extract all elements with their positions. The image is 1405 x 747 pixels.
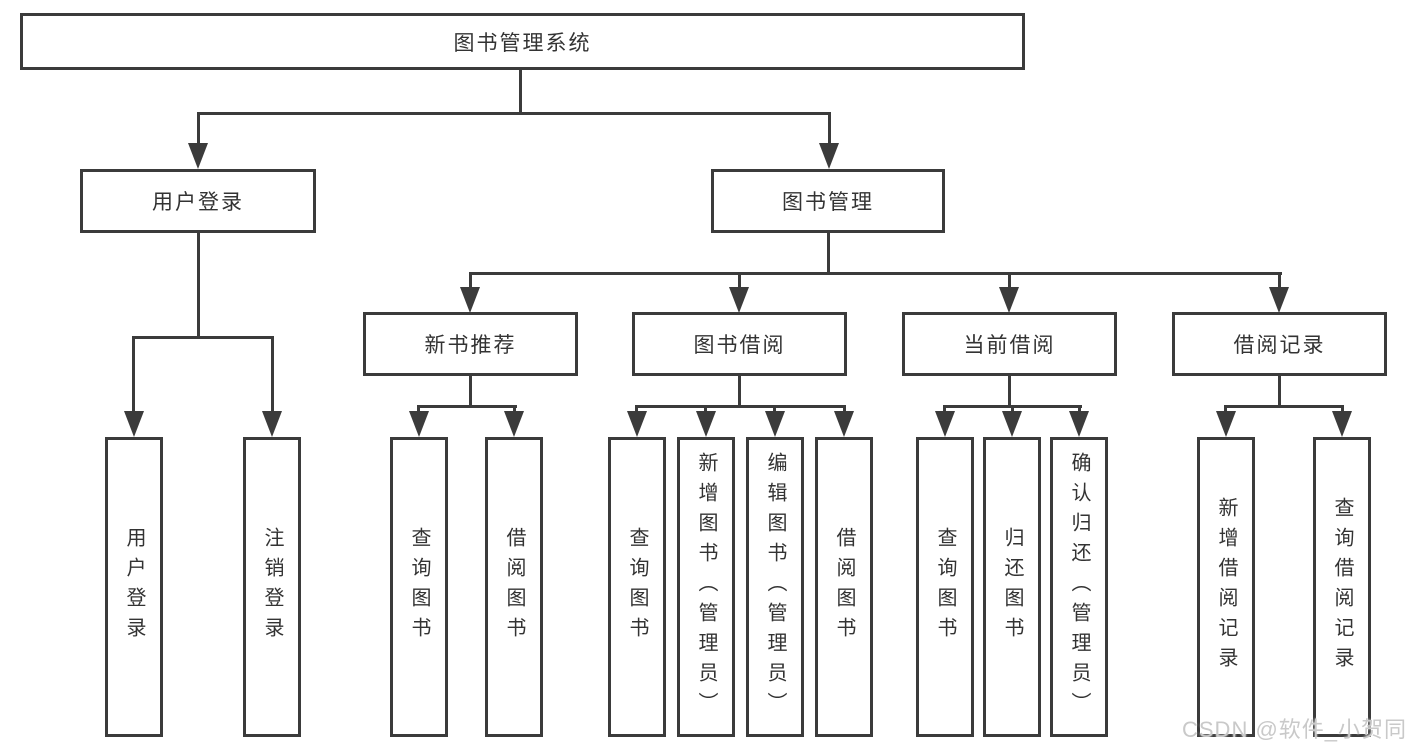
node-edit-books-admin-label: 编辑图书（管理员） bbox=[764, 452, 786, 722]
node-borrow-books: 借阅图书 bbox=[815, 437, 873, 737]
arrowhead-down-icon bbox=[504, 411, 524, 437]
node-borrow-books-label: 借阅图书 bbox=[833, 527, 855, 647]
node-user-login: 用户登录 bbox=[80, 169, 316, 233]
connector-line bbox=[132, 336, 274, 339]
node-add-borrow-record: 新增借阅记录 bbox=[1197, 437, 1255, 737]
arrowhead-down-icon bbox=[999, 287, 1019, 313]
node-borrow-books-recommend: 借阅图书 bbox=[485, 437, 543, 737]
node-query-books-recommend: 查询图书 bbox=[390, 437, 448, 737]
node-root: 图书管理系统 bbox=[20, 13, 1025, 70]
node-borrowing-records: 借阅记录 bbox=[1172, 312, 1387, 376]
node-user-login-leaf-label: 用户登录 bbox=[123, 527, 145, 647]
connector-line bbox=[469, 376, 472, 408]
connector-line bbox=[132, 336, 135, 414]
arrowhead-down-icon bbox=[1002, 411, 1022, 437]
connector-line bbox=[704, 405, 707, 415]
node-add-books-admin-label: 新增图书（管理员） bbox=[695, 452, 717, 722]
node-query-borrow-record-label: 查询借阅记录 bbox=[1331, 497, 1353, 677]
arrowhead-down-icon bbox=[262, 411, 282, 437]
node-user-login-label: 用户登录 bbox=[152, 191, 244, 214]
arrowhead-down-icon bbox=[729, 287, 749, 313]
arrowhead-down-icon bbox=[834, 411, 854, 437]
node-new-book-recommend: 新书推荐 bbox=[363, 312, 578, 376]
node-edit-books-admin: 编辑图书（管理员） bbox=[746, 437, 804, 737]
connector-line bbox=[1341, 405, 1344, 415]
node-user-login-leaf: 用户登录 bbox=[105, 437, 163, 737]
node-confirm-return-admin-label: 确认归还（管理员） bbox=[1068, 452, 1090, 722]
node-query-books-recommend-label: 查询图书 bbox=[408, 527, 430, 647]
connector-line bbox=[271, 336, 274, 414]
connector-line bbox=[773, 405, 776, 415]
watermark: CSDN @软件_小贺同学 bbox=[1182, 717, 1405, 742]
arrowhead-down-icon bbox=[460, 287, 480, 313]
node-add-borrow-record-label: 新增借阅记录 bbox=[1215, 497, 1237, 677]
arrowhead-down-icon bbox=[409, 411, 429, 437]
node-query-borrow-record: 查询借阅记录 bbox=[1313, 437, 1371, 737]
connector-line bbox=[635, 405, 846, 408]
node-query-books-borrowing: 查询图书 bbox=[608, 437, 666, 737]
node-add-books-admin: 新增图书（管理员） bbox=[677, 437, 735, 737]
node-query-books-current: 查询图书 bbox=[916, 437, 974, 737]
connector-line bbox=[469, 272, 1282, 275]
connector-line bbox=[513, 405, 516, 415]
node-current-borrowing-label: 当前借阅 bbox=[963, 334, 1056, 357]
node-query-books-borrowing-label: 查询图书 bbox=[626, 527, 648, 647]
node-new-book-recommend-label: 新书推荐 bbox=[424, 334, 517, 357]
connector-line bbox=[1278, 376, 1281, 408]
connector-line bbox=[1078, 405, 1081, 415]
node-root-label: 图书管理系统 bbox=[453, 31, 592, 55]
node-return-books-label: 归还图书 bbox=[1001, 527, 1023, 647]
node-logout: 注销登录 bbox=[243, 437, 301, 737]
arrowhead-down-icon bbox=[1332, 411, 1352, 437]
arrowhead-down-icon bbox=[627, 411, 647, 437]
arrowhead-down-icon bbox=[819, 143, 839, 169]
node-book-management: 图书管理 bbox=[711, 169, 945, 233]
arrowhead-down-icon bbox=[696, 411, 716, 437]
connector-line bbox=[417, 405, 517, 408]
connector-line bbox=[843, 405, 846, 415]
node-current-borrowing: 当前借阅 bbox=[902, 312, 1117, 376]
node-logout-label: 注销登录 bbox=[261, 527, 283, 647]
connector-line bbox=[828, 112, 831, 146]
arrowhead-down-icon bbox=[765, 411, 785, 437]
connector-line bbox=[197, 112, 200, 146]
connector-line bbox=[417, 405, 420, 415]
connector-line bbox=[1224, 405, 1344, 408]
connector-line bbox=[1008, 376, 1011, 408]
node-book-borrowing: 图书借阅 bbox=[632, 312, 847, 376]
connector-line bbox=[738, 272, 741, 290]
connector-line bbox=[519, 70, 522, 115]
connector-line bbox=[738, 376, 741, 408]
node-book-management-label: 图书管理 bbox=[782, 191, 874, 214]
node-confirm-return-admin: 确认归还（管理员） bbox=[1050, 437, 1108, 737]
connector-line bbox=[1224, 405, 1227, 415]
arrowhead-down-icon bbox=[1216, 411, 1236, 437]
node-query-books-current-label: 查询图书 bbox=[934, 527, 956, 647]
connector-line bbox=[635, 405, 638, 415]
connector-line bbox=[469, 272, 472, 290]
connector-line bbox=[1278, 272, 1281, 290]
arrowhead-down-icon bbox=[1269, 287, 1289, 313]
connector-line bbox=[1011, 405, 1014, 415]
node-borrowing-records-label: 借阅记录 bbox=[1233, 334, 1326, 357]
connector-line bbox=[197, 233, 200, 339]
connector-line bbox=[943, 405, 946, 415]
node-return-books: 归还图书 bbox=[983, 437, 1041, 737]
node-book-borrowing-label: 图书借阅 bbox=[693, 334, 786, 357]
connector-line bbox=[827, 233, 830, 275]
arrowhead-down-icon bbox=[935, 411, 955, 437]
connector-line bbox=[1008, 272, 1011, 290]
arrowhead-down-icon bbox=[1069, 411, 1089, 437]
arrowhead-down-icon bbox=[124, 411, 144, 437]
node-borrow-books-recommend-label: 借阅图书 bbox=[503, 527, 525, 647]
arrowhead-down-icon bbox=[188, 143, 208, 169]
connector-line bbox=[197, 112, 831, 115]
